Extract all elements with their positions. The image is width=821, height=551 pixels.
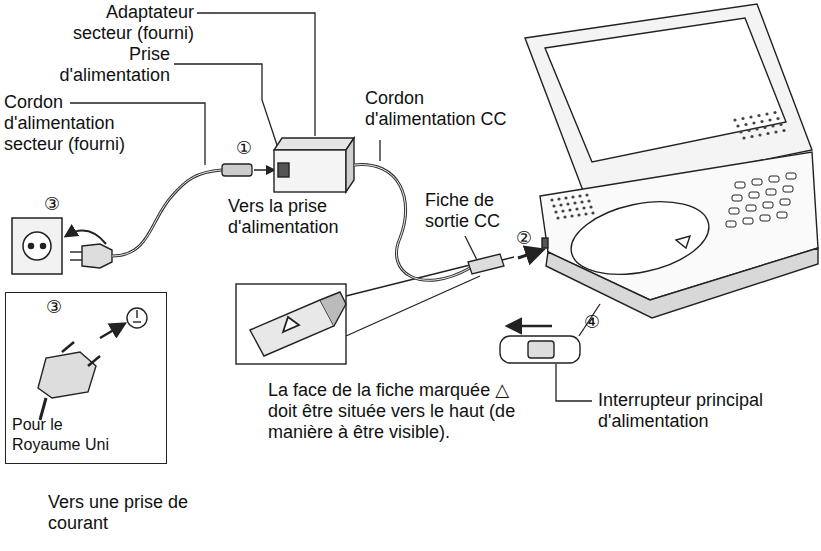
part-label: Adaptateur secteur (fourni) bbox=[52, 2, 194, 44]
ac-adapter bbox=[274, 138, 354, 192]
leader-line bbox=[465, 236, 478, 262]
callout-number: ④ bbox=[584, 312, 606, 333]
leader-line bbox=[379, 140, 380, 161]
insert-arrow bbox=[254, 169, 274, 171]
ac-plug bbox=[70, 244, 112, 268]
uk-plug bbox=[38, 308, 147, 420]
ac-power-cord bbox=[112, 170, 222, 256]
part-label: Cordon d'alimentation secteur (fourni) bbox=[4, 92, 154, 155]
speaker-grille bbox=[550, 111, 785, 220]
portable-dvd-player bbox=[525, 4, 818, 318]
callout-number: ③ bbox=[44, 194, 66, 215]
leader-line bbox=[197, 13, 315, 136]
plug-in-arrow bbox=[66, 231, 106, 244]
part-label: Interrupteur principal d'alimentation bbox=[598, 390, 813, 432]
leader-line bbox=[174, 64, 281, 157]
callout-number: ③ bbox=[46, 297, 160, 317]
wall-outlet bbox=[12, 218, 62, 274]
note-text: La face de la fiche marquée △ doit être … bbox=[268, 380, 516, 443]
node-text: Pour le Royaume Uni bbox=[12, 415, 130, 455]
leader-line bbox=[346, 276, 480, 336]
note-text: Vers une prise de courant bbox=[48, 492, 198, 534]
note-text: Vers la prise d'alimentation bbox=[228, 196, 356, 238]
control-buttons bbox=[726, 173, 796, 227]
inset-box: ③ Pour le Royaume Uni bbox=[5, 292, 167, 464]
leader-line bbox=[556, 364, 592, 401]
power-switch-inset bbox=[500, 326, 580, 363]
part-label: Prise d'alimentation bbox=[50, 44, 170, 86]
leader-line bbox=[346, 264, 474, 296]
cord-connector bbox=[222, 164, 252, 176]
dc-output-plug bbox=[468, 254, 514, 274]
plug-detail-inset bbox=[236, 284, 346, 364]
callout-number: ② bbox=[516, 228, 538, 249]
part-label: Cordon d'alimentation CC bbox=[365, 88, 515, 130]
callout-number: ① bbox=[236, 138, 258, 159]
ac-power-cord bbox=[112, 170, 222, 256]
insert-arrow bbox=[518, 250, 542, 258]
part-label: Fiche de sortie CC bbox=[425, 190, 521, 232]
